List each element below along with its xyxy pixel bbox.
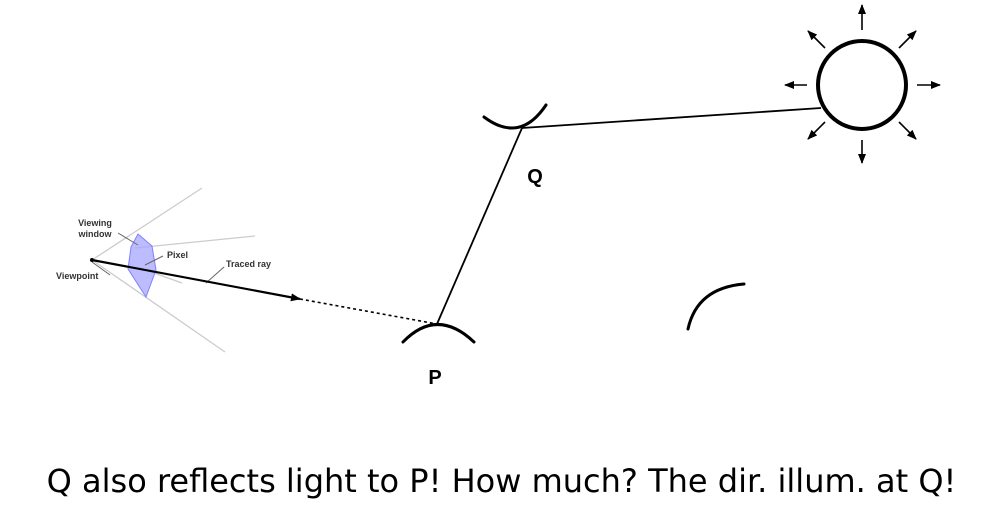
slide-caption: Q also reflects light to P! How much? Th… [46,462,957,500]
point-q-label: Q [527,166,543,188]
viewpoint-label: Viewpoint [56,271,98,281]
ray-p-to-q [436,127,523,325]
viewing-window-label-line2: window [78,229,113,239]
pixel-label: Pixel [167,250,188,260]
ray-q-to-light [521,107,822,129]
viewpoint-dot [90,258,94,262]
surface-p [401,323,476,344]
viewing-window-label-line1: Viewing [78,218,112,228]
point-p-label: P [428,367,441,389]
label-leaders [91,232,225,284]
surface-other [686,282,746,331]
viewing-window-plane [127,233,157,299]
surface-q [482,103,548,130]
view-frustum [91,187,256,353]
light-source-icon [784,4,941,164]
traced-ray-label: Traced ray [226,259,271,269]
ray-to-p [299,298,438,325]
